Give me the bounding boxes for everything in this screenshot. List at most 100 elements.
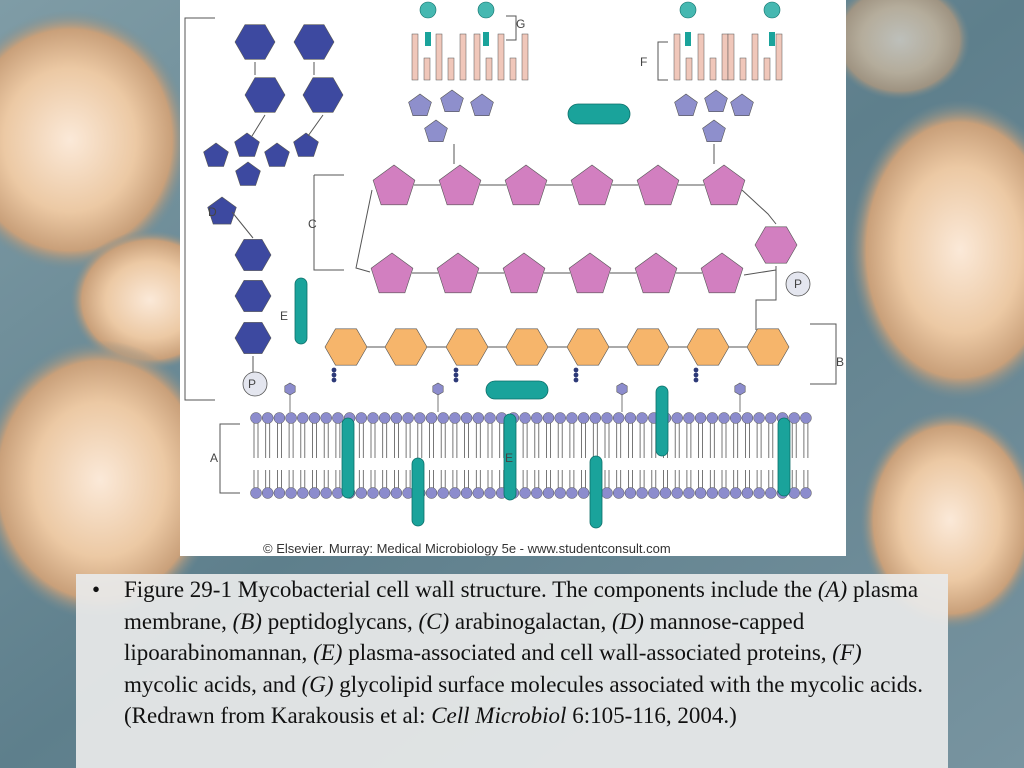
caption-ref-b: (B) <box>232 608 262 634</box>
membrane-head-outer <box>612 412 625 424</box>
caption-ref-f: (F) <box>832 640 862 665</box>
glycolipid-head <box>477 1 495 19</box>
arabinose-pentagon <box>636 164 680 206</box>
arabinose-pentagon <box>700 252 744 294</box>
membrane-head-outer <box>273 412 286 424</box>
membrane-head-outer <box>671 412 683 424</box>
caption-part: mycolic acids, and <box>124 671 302 697</box>
membrane-head-inner <box>484 487 496 499</box>
mycolic-acid-chain <box>411 33 419 81</box>
membrane-head-outer <box>437 412 449 424</box>
bracket-b <box>810 323 837 385</box>
cell-wall-protein <box>485 380 549 400</box>
phosphate-left <box>242 371 268 397</box>
membrane-head-outer <box>378 412 391 424</box>
membrane-head-outer <box>332 412 344 424</box>
membrane-head-outer <box>460 412 473 424</box>
glycolipid-stem <box>483 32 489 46</box>
caption-ref-c: (C) <box>418 608 450 634</box>
peptide-dot <box>453 372 459 378</box>
arabinogalactan-branch <box>355 189 373 273</box>
peptide-dot <box>331 372 337 378</box>
membrane-head-outer <box>636 412 648 424</box>
mannose-hex <box>234 24 276 60</box>
caption-box: • Figure 29-1 Mycobacterial cell wall st… <box>76 574 948 768</box>
mannose-hex <box>234 322 272 354</box>
membrane-head-outer <box>531 412 543 424</box>
membrane-head-inner <box>765 487 777 499</box>
membrane-head-inner <box>519 487 531 499</box>
membrane-head-inner <box>659 487 672 499</box>
membrane-protein <box>777 417 791 497</box>
membrane-head-inner <box>308 487 321 499</box>
mycolic-acid-chain <box>751 33 759 81</box>
peptidoglycan-hex <box>384 328 428 366</box>
caption-ref-a: (A) <box>817 577 848 602</box>
caption-part: plasma membrane, <box>124 577 919 634</box>
arabinogalactan-branch <box>741 189 777 225</box>
mycolic-sugar <box>470 93 494 116</box>
glycolipid-head <box>763 1 781 19</box>
membrane-head-outer <box>308 412 321 424</box>
label-e-lower: E <box>505 451 513 465</box>
peptidoglycan-hex <box>505 328 549 366</box>
label-p-right: P <box>794 277 802 291</box>
mannan-link <box>231 62 324 372</box>
membrane-head-outer <box>577 412 590 424</box>
membrane-head-inner <box>261 487 274 499</box>
mannose-hex <box>234 280 272 312</box>
membrane-head-inner <box>542 487 555 499</box>
mycolic-acid-chain <box>459 33 467 81</box>
mycolic-acid-chain <box>697 33 705 81</box>
peptidoglycan-hex <box>445 328 489 366</box>
mannose-hex <box>302 77 344 113</box>
glycolipid-stem <box>425 32 431 46</box>
mycolic-acid-chain <box>509 57 517 81</box>
arabinose-pentagon <box>504 164 548 206</box>
bracket-g <box>506 15 517 41</box>
membrane-head-outer <box>589 412 602 424</box>
mycolic-sugar <box>440 89 464 112</box>
membrane-head-outer <box>484 412 496 424</box>
mannose-pentagon <box>207 196 237 225</box>
membrane-head-inner <box>636 487 648 499</box>
mycolic-sugar <box>674 93 698 116</box>
membrane-head-outer <box>741 412 754 424</box>
membrane-head-outer <box>519 412 531 424</box>
label-g: G <box>516 17 525 31</box>
mannose-pentagon <box>234 132 260 157</box>
membrane-head-outer <box>624 412 637 424</box>
mannose-pentagon <box>235 161 261 186</box>
membrane-head-inner <box>472 487 485 499</box>
membrane-protein <box>655 385 669 457</box>
arabinose-pentagon <box>568 252 612 294</box>
membrane-head-outer <box>472 412 485 424</box>
membrane-head-inner <box>671 487 683 499</box>
arabinose-pentagon <box>436 252 480 294</box>
membrane-anchor-hex <box>616 382 628 396</box>
membrane-protein <box>589 455 603 529</box>
membrane-head-inner <box>800 487 812 499</box>
label-b: B <box>836 355 844 369</box>
peptide-dot <box>573 372 579 378</box>
membrane-protein <box>341 417 355 499</box>
mannose-hex <box>234 239 272 271</box>
glycolipid-head <box>679 1 697 19</box>
mannose-pentagon <box>203 142 229 167</box>
membrane-head-inner <box>285 487 297 499</box>
arabinose-pentagon <box>370 252 414 294</box>
figure-caption: Figure 29-1 Mycobacterial cell wall stru… <box>124 574 940 732</box>
cell-wall-protein <box>294 277 308 345</box>
peptidoglycan-hex <box>566 328 610 366</box>
mannose-hex <box>293 24 335 60</box>
membrane-anchor-hex <box>432 382 444 396</box>
membrane-head-outer <box>367 412 379 424</box>
membrane-head-outer <box>425 412 438 424</box>
caption-part: arabinogalactan, <box>449 608 612 634</box>
membrane-anchor-hex <box>734 382 746 396</box>
mycolic-acid-chain <box>721 33 729 81</box>
caption-part: plasma-associated and cell wall-associat… <box>342 640 833 665</box>
membrane-head-inner <box>297 487 309 499</box>
peptide-dot <box>693 377 699 383</box>
peptide-dot <box>573 377 579 383</box>
